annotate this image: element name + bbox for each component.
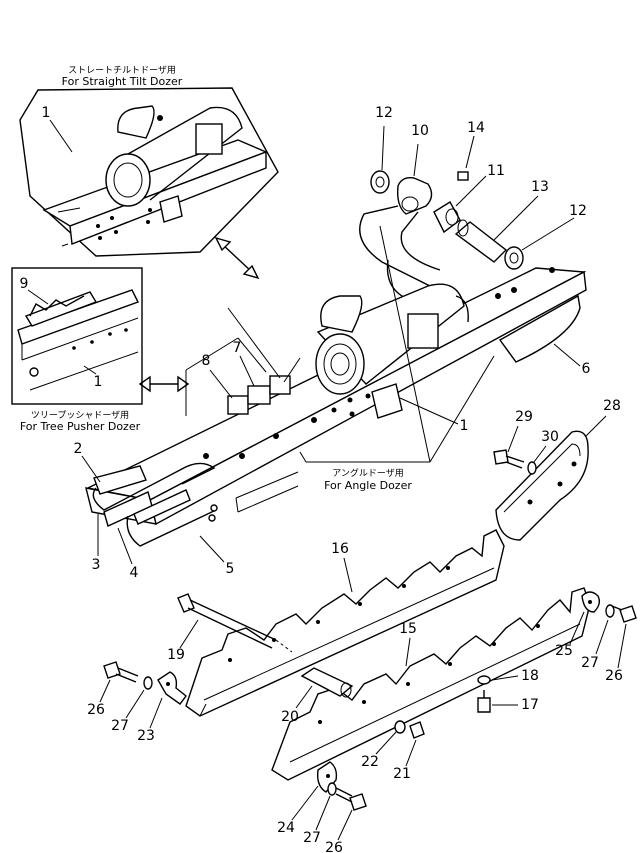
- label-part-29: 29: [515, 409, 533, 425]
- part-17-bolt: [477, 697, 491, 713]
- label-part-27-a: 27: [581, 655, 599, 671]
- nut-washer-group: 22 21: [361, 720, 425, 782]
- label-part-26-c: 26: [325, 840, 343, 853]
- label-part-26-a: 26: [605, 668, 623, 684]
- label-part-12-b: 12: [569, 203, 587, 219]
- inset-cylinder-end: [105, 153, 151, 207]
- part-18-washer: [477, 675, 491, 685]
- inset-frame: [19, 87, 279, 257]
- caption-angle-jp: アングルドーザ用: [332, 467, 403, 479]
- label-part-19: 19: [167, 647, 185, 663]
- caption-tree-pusher-jp: ツリープッシャドーザ用: [31, 410, 129, 421]
- label-part-1-main: 1: [460, 418, 469, 434]
- part-8-bracket: [227, 395, 249, 415]
- caption-straight-tilt-en: For Straight Tilt Dozer: [62, 75, 183, 88]
- collar-20-group: 20: [281, 667, 354, 725]
- caption-straight-tilt-jp: ストレートチルトドーザ用: [68, 65, 176, 76]
- label-part-22: 22: [361, 754, 379, 770]
- right-plate-group: 28 30: [493, 398, 621, 541]
- arrow-inset-pusher: [138, 375, 190, 393]
- label-part-17: 17: [521, 697, 539, 713]
- part-6-guard: [498, 294, 581, 363]
- label-part-1-pusher: 1: [94, 374, 103, 390]
- label-part-30: 30: [541, 429, 559, 445]
- label-part-9: 9: [20, 276, 29, 292]
- guard-rail-15: 15: [271, 587, 591, 781]
- bottom-fasteners: 24 27 26: [277, 761, 367, 853]
- label-part-27-b: 27: [111, 718, 129, 734]
- part-22-washer: [394, 720, 406, 734]
- label-part-16: 16: [331, 541, 349, 557]
- inset-beam-top: [42, 139, 268, 227]
- part-28-plate: [495, 430, 589, 541]
- inset-bracket: [195, 123, 223, 155]
- bolt-19-group: 19: [167, 593, 293, 663]
- part-12-bushing-a: [370, 170, 390, 194]
- label-part-15: 15: [399, 621, 417, 637]
- center-bracket: [407, 313, 439, 349]
- left-fasteners: 26 27 23: [87, 661, 187, 744]
- label-part-23: 23: [137, 728, 155, 744]
- label-part-12-a: 12: [375, 105, 393, 121]
- caption-tree-pusher-en: For Tree Pusher Dozer: [20, 420, 141, 433]
- label-part-2: 2: [74, 441, 83, 457]
- plate-on-beam: [371, 383, 403, 419]
- label-part-18: 18: [521, 668, 539, 684]
- part-27-washer-c: [327, 782, 337, 796]
- label-part-7: 7: [233, 340, 242, 356]
- label-part-13: 13: [531, 179, 549, 195]
- label-part-21: 21: [393, 766, 411, 782]
- label-part-28: 28: [603, 398, 621, 414]
- right-fasteners: 25 27 26 18 17: [477, 591, 637, 713]
- label-part-25: 25: [555, 643, 573, 659]
- inset-tree-pusher: 9 1 ツリープッシャドーザ用 For Tree Pusher Dozer: [11, 267, 143, 433]
- part-19-bolt-head: [177, 593, 195, 613]
- caption-angle-en: For Angle Dozer: [324, 479, 412, 492]
- part-13-pin: [454, 221, 508, 263]
- part-11-bushing: [433, 201, 461, 234]
- part-27-washer-a: [143, 676, 153, 690]
- inset-straight-tilt: ストレートチルトドーザ用 For Straight Tilt Dozer 1: [19, 65, 279, 257]
- guard-rail-16: 16: [185, 529, 505, 717]
- part-26-bolt-a: [103, 661, 121, 679]
- part-26-bolt-a2: [619, 605, 637, 623]
- label-part-20: 20: [281, 709, 299, 725]
- label-part-26-b: 26: [87, 702, 105, 718]
- label-part-6: 6: [582, 361, 591, 377]
- part-29-bolt: [493, 449, 509, 465]
- part-23-clip: [157, 671, 187, 705]
- main-callouts: 8 7 6 1 29 2 3 4 5 アングルドーザ用 For Angle Do…: [74, 225, 591, 581]
- part-20-collar: [300, 667, 354, 697]
- label-part-10: 10: [411, 123, 429, 139]
- label-part-5: 5: [226, 561, 235, 577]
- part-16-rail: [185, 529, 505, 717]
- part-5-guard: [126, 509, 217, 547]
- label-part-4: 4: [130, 565, 139, 581]
- part-14-fitting: [457, 171, 469, 181]
- part-30-washer: [527, 461, 537, 475]
- part-21-nut: [409, 721, 425, 739]
- inset-pusher-frame: [11, 267, 143, 405]
- arrow-inset-tilt: [214, 236, 260, 280]
- label-part-24: 24: [277, 820, 295, 836]
- cylinder-end: [315, 333, 365, 395]
- part-27-washer-a2: [605, 604, 615, 618]
- label-part-11: 11: [487, 163, 505, 179]
- label-part-27-c: 27: [303, 830, 321, 846]
- part-7-bracket: [247, 385, 271, 405]
- label-part-1-tilt: 1: [42, 105, 51, 121]
- label-part-8: 8: [202, 353, 211, 369]
- inset-beam-side: [69, 150, 267, 245]
- part-26-bolt-c: [349, 793, 367, 811]
- part-12-bushing-b: [504, 246, 524, 270]
- top-parts: 12 10 14 11 13 12: [370, 105, 587, 270]
- label-part-14: 14: [467, 120, 485, 136]
- main-frame: [85, 205, 587, 547]
- label-part-3: 3: [92, 557, 101, 573]
- part-10-cap: [396, 176, 433, 215]
